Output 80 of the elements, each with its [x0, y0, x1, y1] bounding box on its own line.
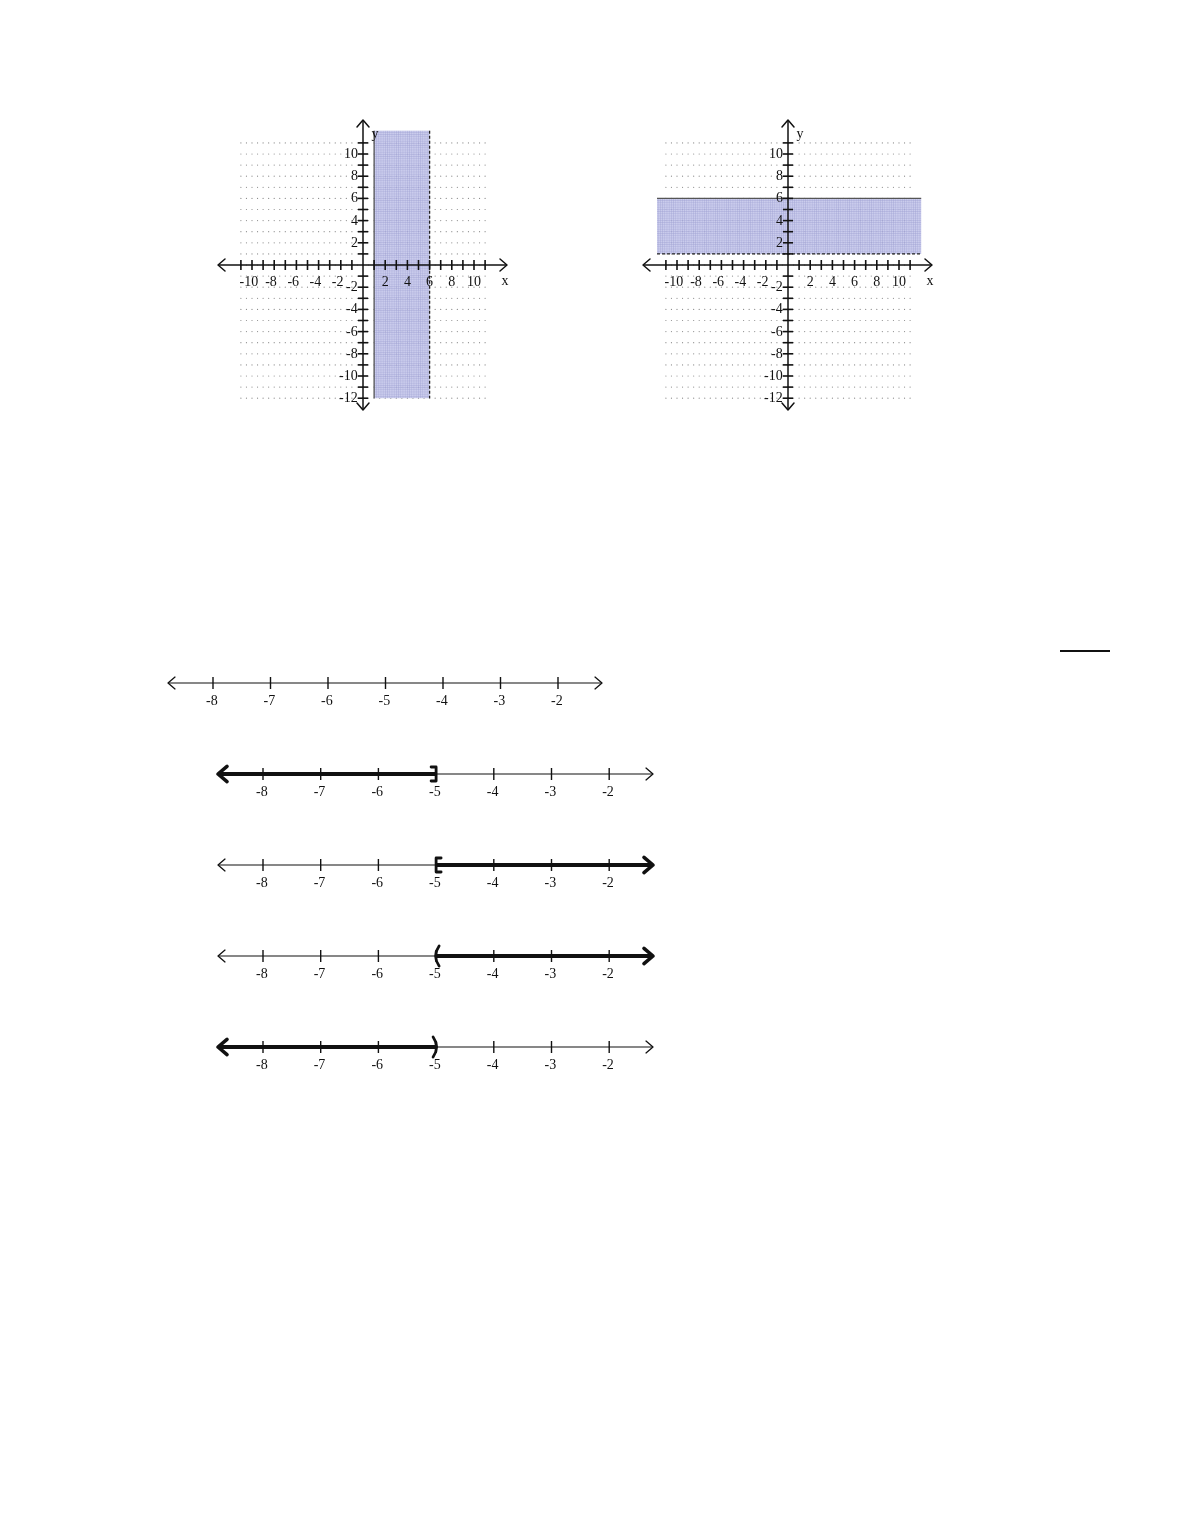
tick-label: -3: [544, 1058, 557, 1072]
tick-label: -6: [287, 275, 300, 289]
tick-label: -5: [378, 694, 391, 708]
tick-label: -2: [346, 280, 358, 295]
tick-label: -2: [602, 876, 614, 890]
tick-label: -10: [239, 275, 259, 289]
tick-label: -4: [486, 876, 499, 890]
tick-label: -7: [263, 694, 276, 708]
tick-label: -8: [256, 967, 268, 981]
tick-label: -5: [429, 967, 441, 981]
tick-label: -3: [544, 967, 557, 981]
tick-label: -4: [734, 275, 747, 289]
tick-label: -4: [346, 302, 358, 317]
tick-label: -2: [771, 280, 783, 295]
tick-label: -6: [371, 967, 384, 981]
tick-label: -7: [313, 876, 326, 890]
tick-label: 4: [828, 275, 836, 289]
tick-label: -4: [486, 967, 499, 981]
tick-label: -4: [309, 275, 322, 289]
tick-label: -5: [429, 1058, 441, 1072]
tick-label: -8: [346, 346, 358, 361]
tick-label: -10: [664, 275, 684, 289]
tick-label: 6: [351, 191, 358, 206]
tick-label: 8: [448, 275, 456, 289]
tick-label: -3: [493, 694, 506, 708]
tick-label: -10: [339, 369, 358, 383]
tick-label: -8: [771, 346, 783, 361]
tick-label: -7: [313, 1058, 326, 1072]
axis-label: x: [501, 274, 509, 288]
tick-label: -8: [206, 694, 218, 708]
tick-label: -2: [602, 967, 614, 981]
tick-label: 2: [351, 235, 358, 250]
tick-label: -8: [265, 275, 277, 289]
tick-label: -6: [712, 275, 725, 289]
tick-label: 8: [776, 169, 783, 184]
tick-label: -6: [371, 785, 384, 799]
tick-label: -6: [346, 324, 358, 339]
tick-label: -4: [486, 785, 499, 799]
axis-label: y: [796, 127, 804, 141]
tick-label: -6: [371, 876, 384, 890]
tick-label: 8: [873, 275, 881, 289]
tick-label: 2: [806, 275, 814, 289]
tick-label: -2: [602, 1058, 614, 1072]
tick-label: -6: [371, 1058, 384, 1072]
tick-label: 10: [467, 275, 481, 289]
tick-label: -3: [544, 876, 557, 890]
tick-label: -4: [486, 1058, 499, 1072]
tick-label: 8: [351, 169, 358, 184]
tick-label: 10: [892, 275, 906, 289]
tick-label: -5: [429, 785, 441, 799]
tick-label: -8: [256, 1058, 268, 1072]
axis-label: y: [371, 127, 379, 141]
tick-label: -6: [321, 694, 333, 708]
axis-label: x: [926, 274, 934, 288]
tick-label: -2: [602, 785, 614, 799]
tick-label: 2: [381, 275, 389, 289]
tick-label: -6: [771, 324, 783, 339]
tick-label: -8: [256, 785, 268, 799]
tick-label: -2: [756, 275, 769, 289]
tick-label: 4: [776, 213, 783, 228]
tick-label: 2: [776, 235, 783, 250]
tick-label: -2: [331, 275, 344, 289]
tick-label: -8: [256, 876, 268, 890]
tick-label: -8: [690, 275, 702, 289]
tick-label: 10: [344, 147, 358, 161]
tick-label: -12: [339, 391, 358, 406]
tick-label: -10: [764, 369, 783, 383]
tick-label: -5: [429, 876, 441, 890]
tick-label: -12: [764, 391, 783, 406]
tick-label: 6: [426, 275, 434, 289]
tick-label: -2: [551, 694, 563, 708]
tick-label: -7: [313, 785, 326, 799]
tick-label: -4: [771, 302, 783, 317]
tick-label: 10: [769, 147, 783, 161]
tick-label: -3: [544, 785, 557, 799]
tick-label: 4: [403, 275, 411, 289]
tick-label: -7: [313, 967, 326, 981]
tick-label: 4: [351, 213, 358, 228]
tick-label: -4: [436, 694, 448, 708]
tick-label: 6: [851, 275, 859, 289]
